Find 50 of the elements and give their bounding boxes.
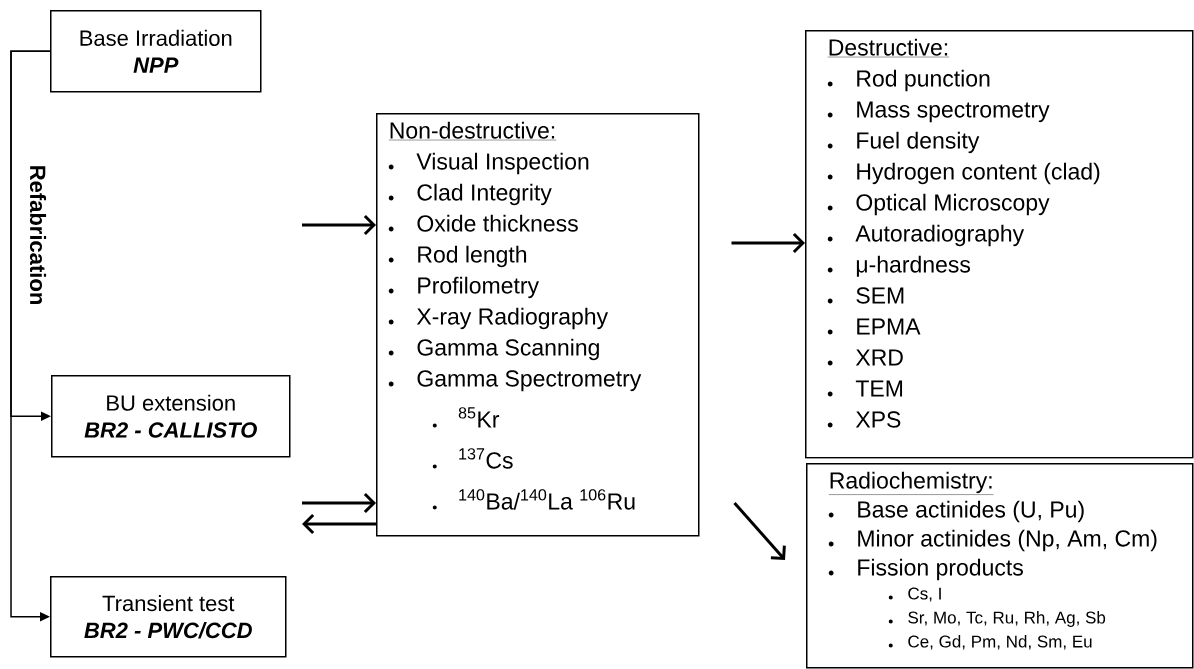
list-item: XRD [827,349,903,366]
stage-box [50,10,262,93]
method-box [376,113,700,537]
list-item: Profilometry [388,276,539,299]
list-item: Cs, I [888,587,941,602]
section-heading: Radiochemistry: [828,471,994,495]
arrow [302,513,376,535]
stage-box [50,576,287,658]
list-item: Sr, Mo, Tc, Ru, Rh, Ag, Sb [888,611,1106,627]
list-item: Ce, Gd, Pm, Nd, Sm, Eu [888,635,1092,650]
method-box [806,463,1194,669]
list-item: Oxide thickness [388,214,578,232]
list-item: $^{137}$Cs [432,448,513,469]
arrow [302,214,376,236]
list-item: Gamma Spectrometry [388,370,642,392]
list-item: XPS [827,411,901,428]
arrow [733,502,786,560]
list-item: SEM [827,287,904,304]
list-item: Gamma Scanning [388,338,599,361]
box-title: Transient test [102,595,235,612]
facility-name: BR2 - PWC/CCD [84,622,252,639]
list-item: TEM [827,380,903,397]
facility-name: NPP [133,57,179,73]
box-title: Base Irradiation [80,29,232,46]
list-item: Clad Integrity [388,183,552,206]
list-item: Autoradiography [827,224,1025,247]
list-item: Base actinides (U, Pu) [828,500,1084,523]
list-item: Minor actinides (Np, Am, Cm) [828,529,1157,552]
section-heading: Non-destructive: [388,121,557,141]
section-heading: Destructive: [827,38,950,58]
list-item: Rod length [388,245,527,268]
list-item: Fuel density [827,131,980,154]
list-item: $^{140}$Ba/$^{140}$La $^{106}$Ru [432,489,635,510]
method-box [805,30,1194,459]
list-item: Rod punction [827,69,990,92]
list-item: X-ray Radiography [388,307,608,330]
list-item: Optical Microscopy [827,193,1050,216]
list-item: $^{85}$Kr [432,407,500,428]
list-item: μ-hardness [827,255,970,277]
list-item: Hydrogen content (clad) [827,162,1100,185]
list-item: EPMA [827,318,921,335]
list-item: Mass spectrometry [827,101,1050,123]
arrow [731,232,805,254]
stage-box [51,375,291,458]
facility-name: BR2 - CALLISTO [84,422,257,438]
axis-label: Refabrication [29,166,47,304]
list-item: Visual Inspection [388,152,589,175]
list-item: Fission products [828,558,1023,581]
box-title: BU extension [107,394,235,411]
arrow [302,492,376,514]
